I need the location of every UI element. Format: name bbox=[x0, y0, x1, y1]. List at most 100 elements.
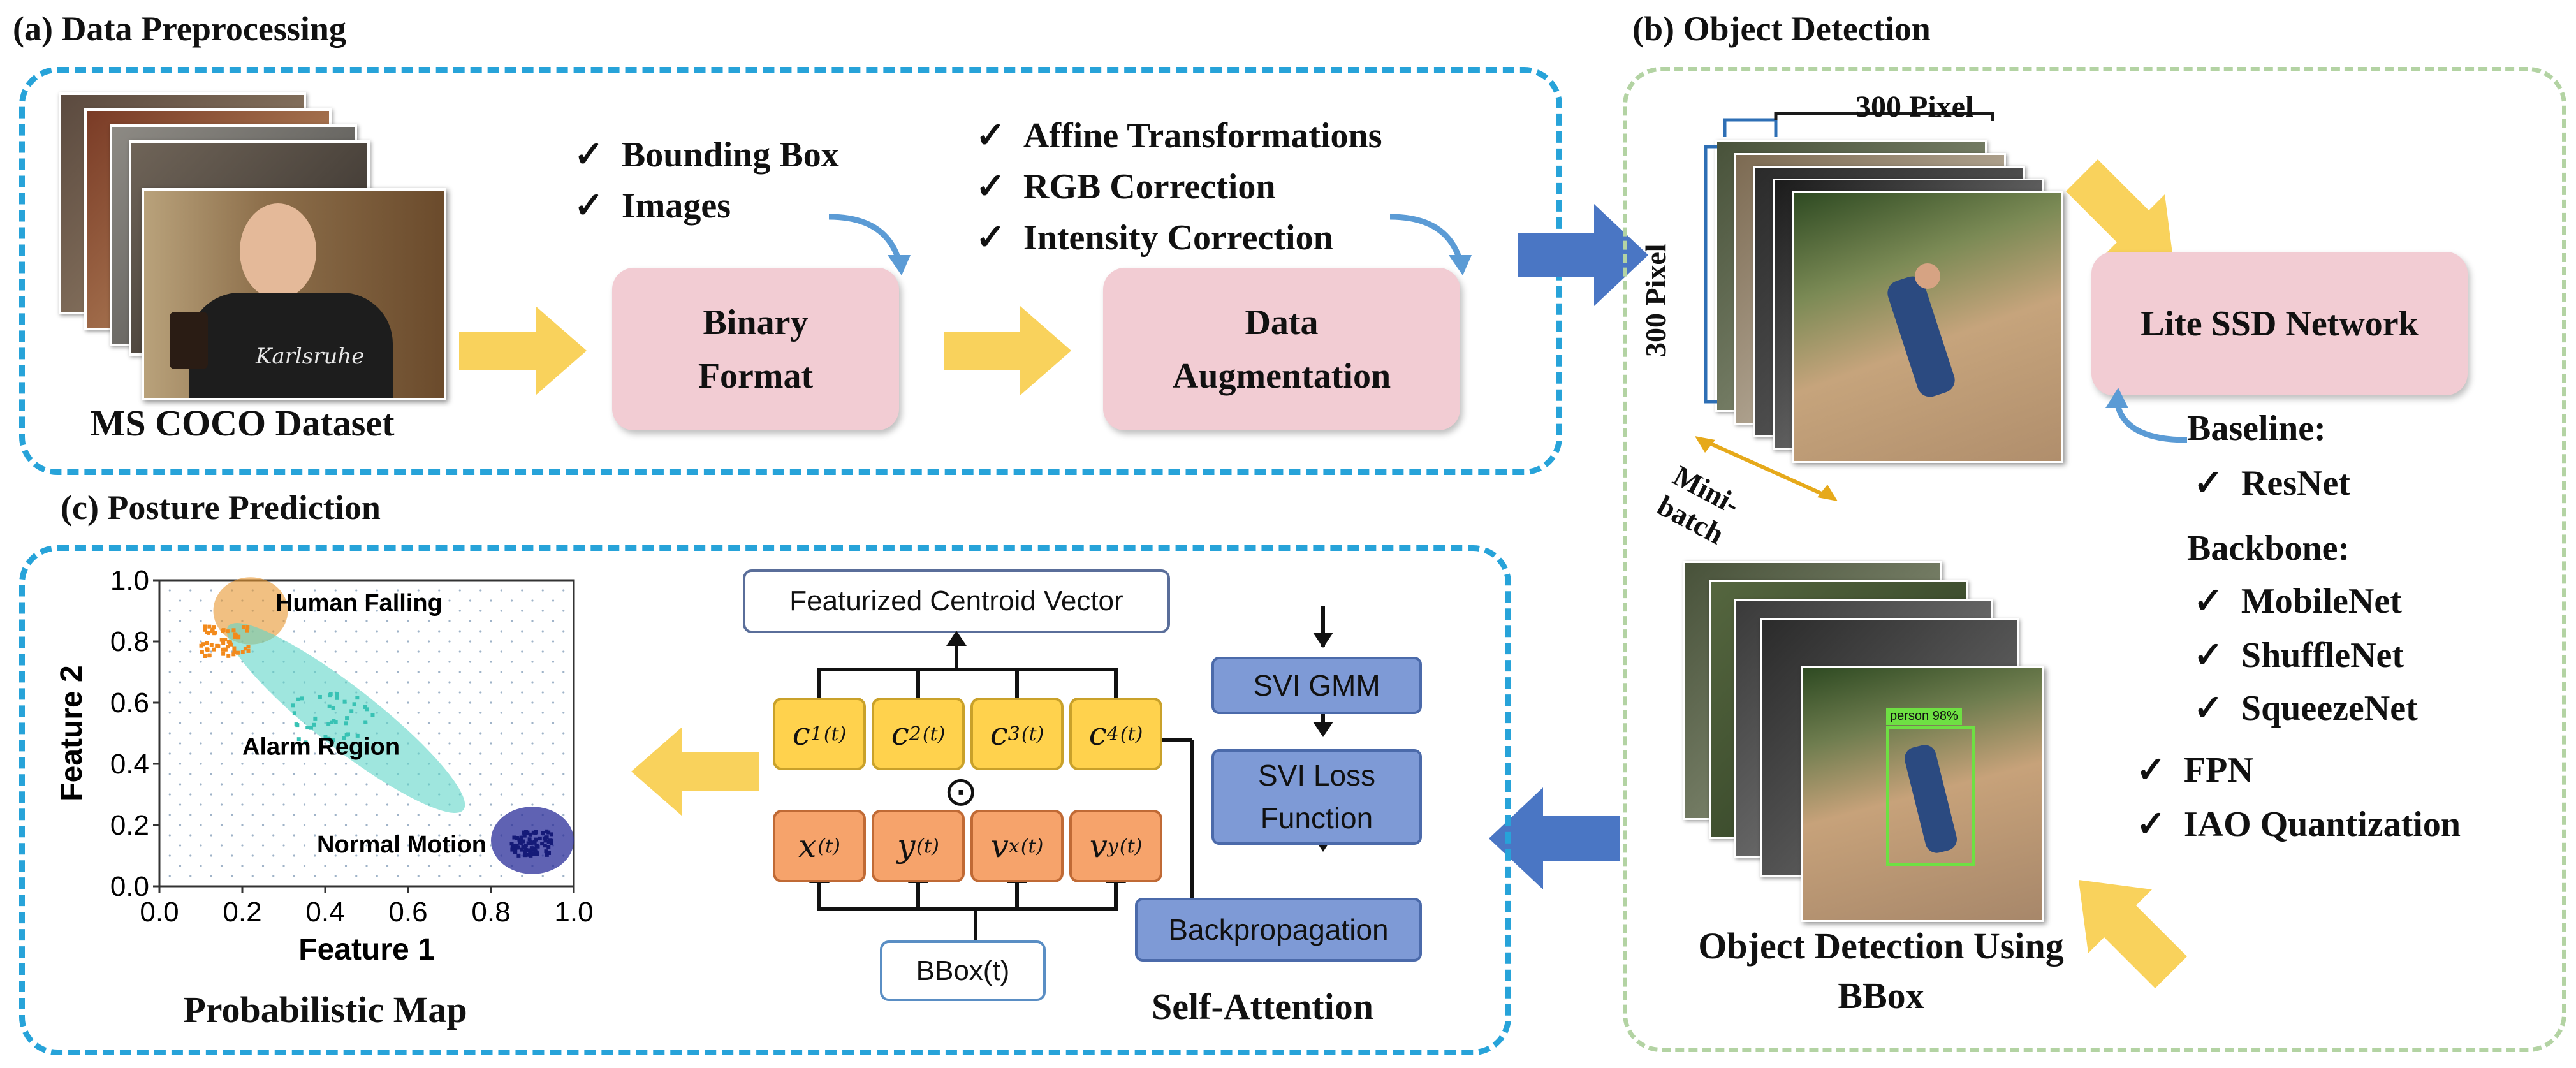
background-dot bbox=[397, 691, 399, 694]
background-dot bbox=[490, 803, 492, 806]
sample-point bbox=[529, 841, 533, 845]
background-dot bbox=[407, 803, 409, 806]
background-dot bbox=[376, 630, 378, 633]
background-dot bbox=[314, 610, 316, 612]
background-dot bbox=[417, 630, 420, 633]
sample-point bbox=[226, 654, 231, 658]
x-axis-title: Feature 1 bbox=[298, 933, 434, 967]
background-dot bbox=[521, 752, 523, 755]
background-dot bbox=[438, 671, 441, 673]
background-dot bbox=[179, 599, 182, 602]
background-dot bbox=[552, 803, 555, 806]
background-dot bbox=[510, 742, 513, 745]
background-dot bbox=[458, 752, 461, 755]
background-dot bbox=[241, 681, 244, 684]
arrow-to-output bbox=[2079, 880, 2187, 988]
background-dot bbox=[438, 589, 441, 592]
background-dot bbox=[314, 834, 316, 837]
background-dot bbox=[417, 610, 420, 612]
background-dot bbox=[200, 701, 202, 704]
background-dot bbox=[189, 854, 192, 857]
background-dot bbox=[479, 732, 482, 735]
network-curve-arrow bbox=[2105, 388, 2188, 443]
sample-point bbox=[523, 845, 528, 850]
sample-point bbox=[543, 844, 547, 848]
sample-point bbox=[530, 851, 534, 856]
sample-point bbox=[201, 642, 205, 647]
background-dot bbox=[562, 691, 565, 694]
background-dot bbox=[210, 814, 212, 816]
background-dot bbox=[531, 742, 534, 745]
background-dot bbox=[448, 763, 451, 765]
background-dot bbox=[179, 844, 182, 847]
sample-point bbox=[342, 736, 346, 740]
background-dot bbox=[407, 681, 409, 684]
sample-point bbox=[528, 832, 532, 837]
sample-point bbox=[209, 643, 214, 647]
background-dot bbox=[427, 681, 430, 684]
background-dot bbox=[438, 691, 441, 694]
sample-point bbox=[221, 641, 226, 645]
background-dot bbox=[293, 773, 295, 775]
background-dot bbox=[261, 783, 265, 786]
background-dot bbox=[458, 671, 461, 673]
sample-point bbox=[363, 705, 367, 709]
background-dot bbox=[521, 712, 523, 714]
background-dot bbox=[500, 773, 502, 775]
sample-point bbox=[520, 840, 524, 845]
background-dot bbox=[355, 650, 358, 653]
background-dot bbox=[200, 722, 202, 724]
background-dot bbox=[407, 824, 409, 826]
background-dot bbox=[261, 824, 265, 826]
sample-point bbox=[523, 849, 527, 854]
background-dot bbox=[200, 783, 202, 786]
background-dot bbox=[210, 650, 212, 653]
background-dot bbox=[469, 681, 472, 684]
background-dot bbox=[220, 783, 223, 786]
background-dot bbox=[220, 742, 223, 745]
background-dot bbox=[427, 620, 430, 622]
background-dot bbox=[500, 630, 502, 633]
background-dot bbox=[521, 875, 523, 877]
augment-curve-arrow bbox=[1389, 214, 1472, 275]
background-dot bbox=[386, 803, 389, 806]
x-tick-label: 0.6 bbox=[388, 896, 427, 928]
background-dot bbox=[324, 661, 326, 663]
background-dot bbox=[200, 763, 202, 765]
background-dot bbox=[531, 681, 534, 684]
background-dot bbox=[231, 814, 233, 816]
background-dot bbox=[365, 844, 368, 847]
background-dot bbox=[531, 701, 534, 704]
background-dot bbox=[490, 640, 492, 643]
background-dot bbox=[231, 712, 233, 714]
background-dot bbox=[314, 814, 316, 816]
bbox-cell-y: y(t) bbox=[872, 810, 965, 882]
background-dot bbox=[562, 752, 565, 755]
sample-point bbox=[304, 740, 308, 745]
background-dot bbox=[261, 844, 265, 847]
background-dot bbox=[324, 844, 326, 847]
background-dot bbox=[251, 834, 254, 837]
background-dot bbox=[531, 803, 534, 806]
background-dot bbox=[251, 691, 254, 694]
background-dot bbox=[427, 661, 430, 663]
bbox-cell-x: x(t) bbox=[773, 810, 866, 882]
background-dot bbox=[541, 610, 544, 612]
background-dot bbox=[179, 824, 182, 826]
background-dot bbox=[541, 589, 544, 592]
sample-point bbox=[534, 837, 538, 842]
background-dot bbox=[458, 691, 461, 694]
background-dot bbox=[334, 875, 337, 877]
background-dot bbox=[458, 610, 461, 612]
background-dot bbox=[427, 599, 430, 602]
background-dot bbox=[179, 620, 182, 622]
sample-point bbox=[221, 652, 226, 656]
background-dot bbox=[272, 732, 275, 735]
background-dot bbox=[397, 610, 399, 612]
sample-point bbox=[529, 853, 533, 858]
background-dot bbox=[479, 712, 482, 714]
background-dot bbox=[376, 691, 378, 694]
arrow-to-network bbox=[2066, 159, 2174, 268]
background-dot bbox=[562, 671, 565, 673]
